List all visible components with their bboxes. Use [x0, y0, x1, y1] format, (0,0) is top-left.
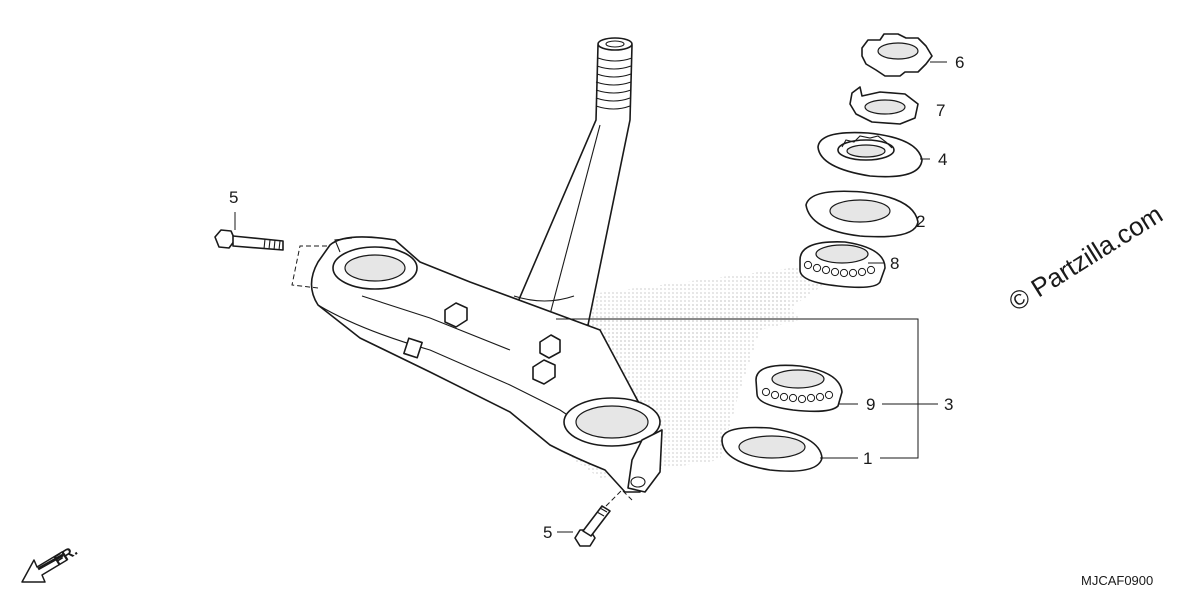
part-8-upper-bearing	[799, 241, 886, 289]
part-1-lower-dust-seal	[721, 426, 823, 472]
callout-5-lower: 5	[543, 523, 552, 542]
callout-6: 6	[955, 53, 964, 72]
callout-8: 8	[890, 254, 899, 273]
callout-1: 1	[863, 449, 872, 468]
lower-triple-clamp	[310, 236, 663, 493]
part-7-lock-washer	[849, 86, 919, 125]
callout-7: 7	[936, 101, 945, 120]
watermark-text: © Partzilla.com	[1003, 199, 1167, 317]
diagram-code: MJCAF0900	[1081, 573, 1153, 588]
callout-9: 9	[866, 395, 875, 414]
part-2-dust-seal	[805, 190, 919, 238]
part-6-lock-nut	[861, 33, 933, 77]
arrow-down-left-icon	[21, 551, 68, 583]
callout-3: 3	[944, 395, 953, 414]
callout-5-upper: 5	[229, 188, 238, 207]
leader-lines	[234, 61, 947, 533]
bolt-upper	[214, 229, 327, 289]
part-9-lower-bearing	[755, 364, 843, 413]
callout-4: 4	[938, 150, 947, 169]
part-4-adjusting-nut	[817, 131, 923, 178]
callout-2: 2	[916, 212, 925, 231]
bolt-lower	[574, 489, 633, 547]
